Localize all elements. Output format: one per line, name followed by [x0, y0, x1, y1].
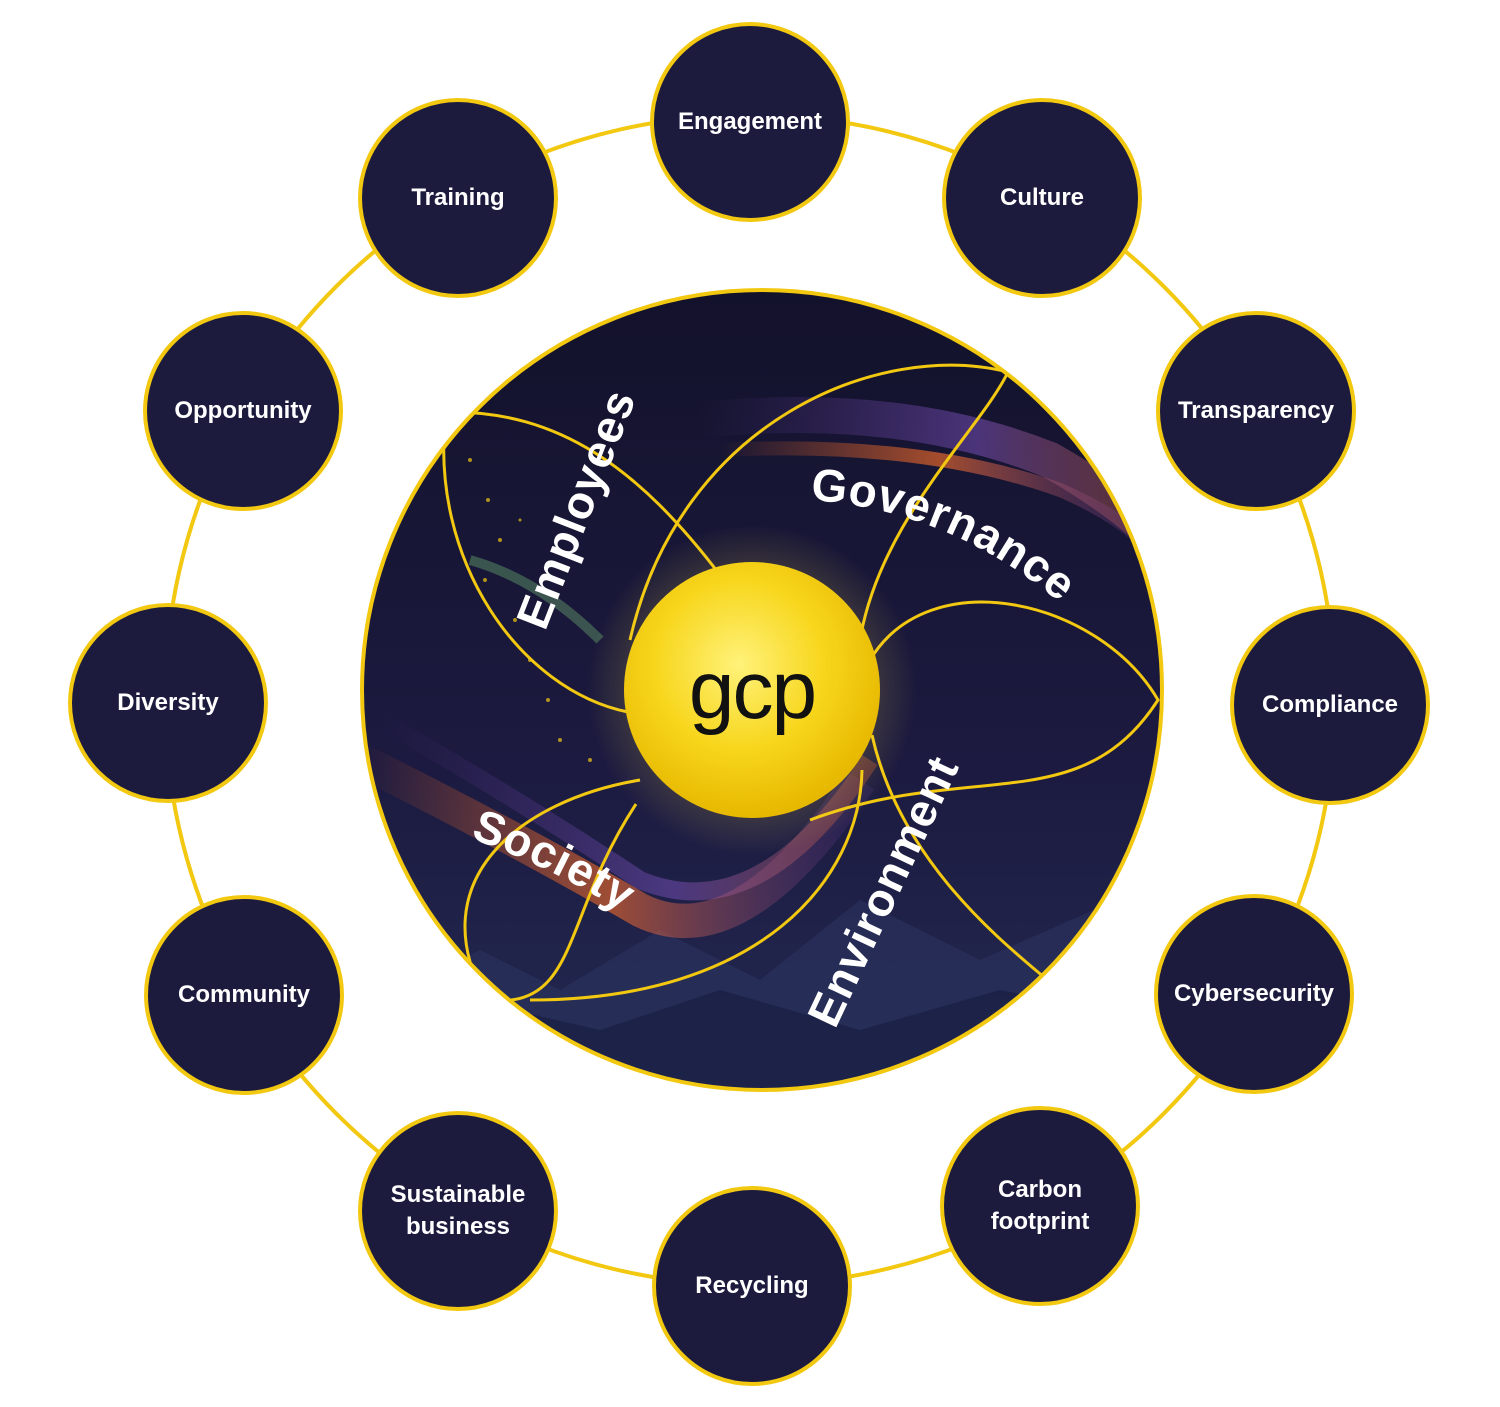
- node-sustainable-business: [358, 1111, 558, 1311]
- node-culture: [942, 98, 1142, 298]
- gcp-logo: gcp: [689, 645, 815, 736]
- node-opportunity: [143, 311, 343, 511]
- node-carbon-footprint: [940, 1106, 1140, 1306]
- node-diversity: [68, 603, 268, 803]
- node-recycling: [652, 1186, 852, 1386]
- node-training: [358, 98, 558, 298]
- node-transparency: [1156, 311, 1356, 511]
- node-cybersecurity: [1154, 894, 1354, 1094]
- node-compliance: [1230, 605, 1430, 805]
- outer-nodes: [68, 22, 1430, 1386]
- core-circle: [624, 562, 880, 818]
- node-community: [144, 895, 344, 1095]
- node-engagement: [650, 22, 850, 222]
